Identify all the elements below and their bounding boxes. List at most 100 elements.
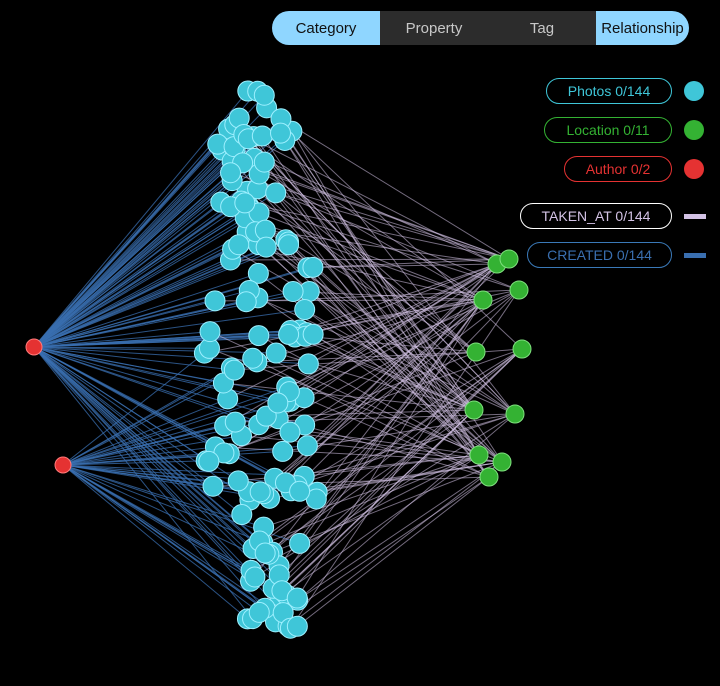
created-edge [62,464,264,528]
photo-node[interactable] [270,122,292,144]
location-node[interactable] [473,290,493,310]
photo-node[interactable] [302,323,324,345]
created-edge [62,464,248,620]
photo-node[interactable] [265,182,287,204]
created-edge [33,346,256,578]
legend-location[interactable]: Location 0/11 [544,117,704,143]
photo-node[interactable] [255,236,277,258]
created-edge [33,212,260,348]
created-edge [62,445,308,466]
created-edge [33,266,314,348]
photo-node[interactable] [265,342,287,364]
photo-node[interactable] [302,256,324,278]
tag-toggle[interactable]: Tag [488,11,596,45]
photo-node[interactable] [253,84,275,106]
relationship-toggle[interactable]: Relationship [596,11,689,45]
photo-node[interactable] [199,321,221,343]
location-node[interactable] [492,452,512,472]
legend-author[interactable]: Author 0/2 [564,156,704,182]
photo-node[interactable] [242,347,264,369]
photo-node[interactable] [234,192,256,214]
created-edge [33,309,305,348]
photo-node[interactable] [251,125,273,147]
created-edge [33,161,265,348]
taken-at-edge [278,348,523,576]
taken-at-edge [252,299,484,619]
location-node[interactable] [469,445,489,465]
location-node[interactable] [509,280,529,300]
legend-photos[interactable]: Photos 0/144 [546,78,704,104]
taken-at-edge [296,299,484,486]
legend-created-label[interactable]: CREATED 0/144 [527,242,672,268]
photo-node[interactable] [294,299,316,321]
location-node[interactable] [479,467,499,487]
photo-node[interactable] [231,504,253,526]
author-node[interactable] [25,338,43,356]
photo-node[interactable] [296,435,318,457]
location-node[interactable] [499,249,519,269]
photo-node[interactable] [297,353,319,375]
created-edge [62,464,270,499]
photo-node[interactable] [202,475,224,497]
property-toggle[interactable]: Property [380,11,488,45]
photo-node[interactable] [286,587,308,609]
created-edge [62,352,205,466]
photo-node[interactable] [223,359,245,381]
legend-created[interactable]: CREATED 0/144 [527,242,706,268]
legend-taken-at-label[interactable]: TAKEN_AT 0/144 [520,203,672,229]
location-node[interactable] [466,342,486,362]
created-edge [33,272,259,348]
location-node[interactable] [512,339,532,359]
photo-node[interactable] [267,392,289,414]
taken-at-edge [268,348,523,555]
photo-node[interactable] [253,151,275,173]
photo-node[interactable] [254,542,276,564]
photo-node[interactable] [198,450,220,472]
location-node[interactable] [505,404,525,424]
photo-node[interactable] [228,234,250,256]
taken-at-edge [307,258,510,447]
legend-location-label[interactable]: Location 0/11 [544,117,672,143]
taken-at-edge [285,263,498,484]
author-node[interactable] [54,456,72,474]
created-edge [33,346,235,371]
photo-node[interactable] [278,234,300,256]
photo-node[interactable] [279,421,301,443]
taken-at-edge [297,476,490,627]
photo-node[interactable] [220,162,242,184]
taken-at-edge [281,409,475,592]
photo-node[interactable] [272,440,294,462]
photo-node[interactable] [289,480,311,502]
created-edge [33,117,240,348]
photo-node[interactable] [278,323,300,345]
taken-at-edge [223,382,475,411]
taken-at-edge [288,263,498,335]
photo-node[interactable] [227,470,249,492]
photo-node[interactable] [282,280,304,302]
created-edge [33,188,258,348]
created-edge [62,464,261,493]
legend-author-label[interactable]: Author 0/2 [564,156,672,182]
created-swatch-icon [684,252,706,258]
photo-node[interactable] [289,532,311,554]
taken-at-edge [250,263,498,582]
photo-node[interactable] [244,566,266,588]
photo-node[interactable] [235,291,257,313]
photo-node[interactable] [248,601,270,623]
legend-photos-label[interactable]: Photos 0/144 [546,78,672,104]
location-node[interactable] [464,400,484,420]
photo-node[interactable] [204,290,226,312]
taken-at-edge [312,263,498,268]
taken-at-edge [258,212,484,301]
taken-at-edge [290,348,523,492]
photo-node[interactable] [248,325,270,347]
photo-node[interactable] [286,615,308,637]
photo-node[interactable] [224,411,246,433]
photo-node[interactable] [247,262,269,284]
taken-at-edge [242,162,510,260]
legend-taken-at[interactable]: TAKEN_AT 0/144 [520,203,706,229]
category-toggle[interactable]: Category [272,11,380,45]
photo-node[interactable] [249,481,271,503]
created-edge [33,346,224,384]
